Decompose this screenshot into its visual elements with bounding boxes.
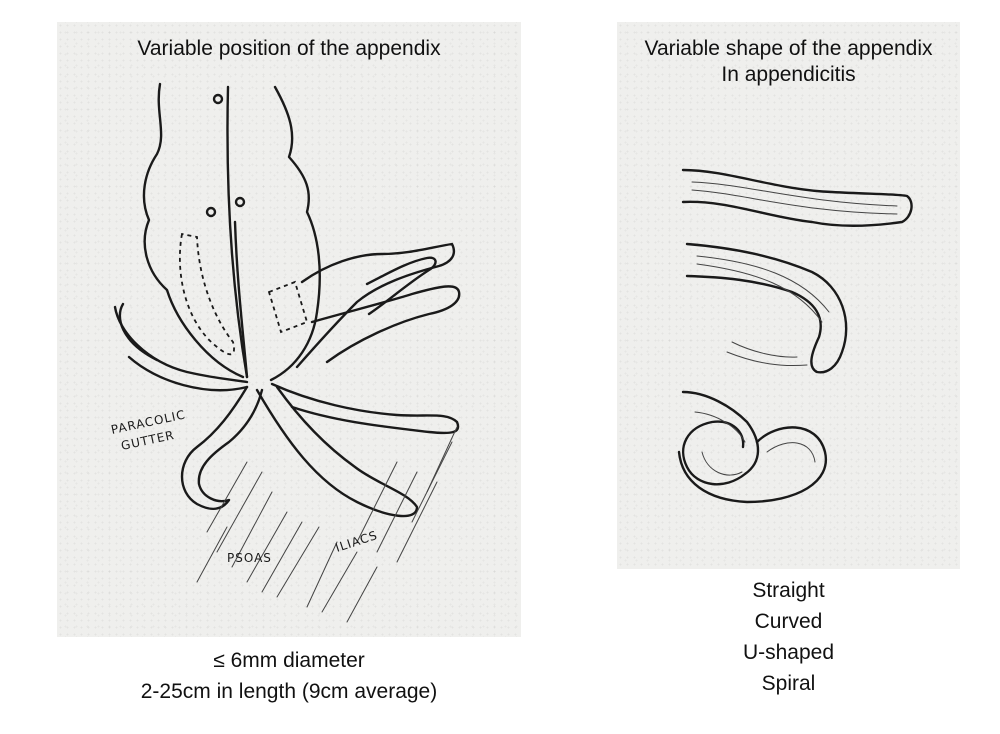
taenia-coli [226, 85, 249, 379]
paracolic-appendix-inner [118, 302, 159, 362]
shape-caption: Straight Curved U-shaped Spiral [617, 575, 960, 699]
length-text: 2-25cm in length (9cm average) [140, 680, 438, 703]
pelvic-appendix [365, 256, 437, 316]
shape-title-line-2: In appendicitis [721, 63, 856, 86]
shape-u-shaped: U-shaped [742, 641, 835, 664]
position-caption: ≤ 6mm diameter 2-25cm in length (9cm ave… [57, 645, 521, 707]
shape-straight: Straight [752, 579, 825, 602]
epiploic-appendage-3 [205, 206, 217, 218]
colon-left-wall [142, 82, 245, 379]
psoas-label: PSOAS [227, 551, 272, 565]
iliacs-label: ILIACS [334, 528, 380, 555]
curved-appendix-shape [685, 242, 848, 374]
appendix-position-drawing: PARACOLIC GUTTER PSOAS ILIACS [110, 82, 461, 623]
appendix-shape-drawing [677, 168, 913, 504]
postileal-appendix [270, 382, 460, 435]
spiral-appendix-shape [677, 390, 828, 504]
iliacs-hatching [346, 426, 458, 623]
straight-appendix-shape [681, 168, 913, 227]
lower-left-appendix [127, 355, 249, 392]
taenia-branch [233, 220, 249, 379]
shape-panel-title: Variable shape of the appendix In append… [617, 36, 960, 88]
diameter-text: ≤ 6mm diameter [213, 649, 365, 672]
colon-right-wall [269, 85, 321, 382]
appendix-shape-panel: Variable shape of the appendix In append… [617, 22, 960, 569]
psoas-hatching [196, 461, 358, 613]
shape-spiral: Spiral [761, 672, 816, 695]
shape-title-line-1: Variable shape of the appendix [644, 37, 933, 60]
epiploic-appendage-2 [234, 196, 246, 208]
shape-curved: Curved [754, 610, 823, 633]
ileum-lower [310, 285, 461, 364]
subcaecal-appendix [180, 385, 264, 511]
position-panel-title: Variable position of the appendix [137, 37, 441, 60]
preileal-appendix [255, 385, 419, 518]
retrocaecal-appendix [179, 232, 235, 356]
epiploic-appendage [212, 93, 224, 105]
retroileal-appendix [267, 280, 309, 334]
appendix-position-panel: Variable position of the appendix [57, 22, 521, 637]
